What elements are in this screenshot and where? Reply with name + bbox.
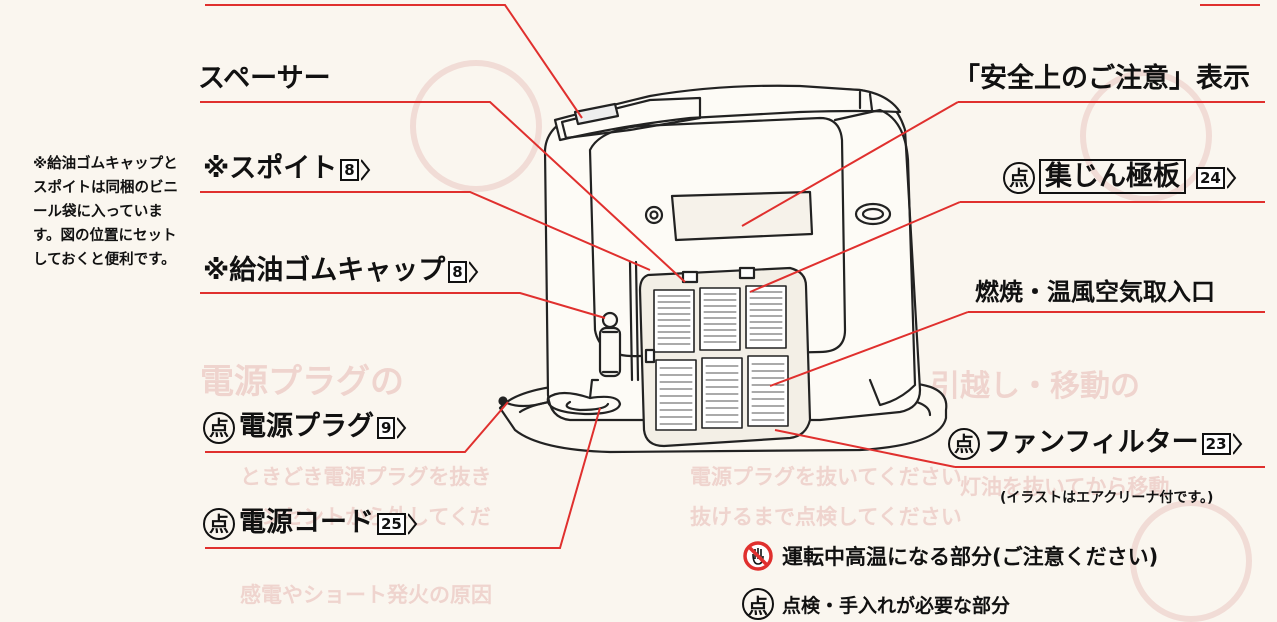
page-ref-collector: 24 [1196, 166, 1225, 189]
page-ref-cord: 25 [377, 512, 406, 535]
inspection-mark-icon: 点 [948, 427, 980, 460]
legend-hot-parts: 運転中高温になる部分(ご注意ください) [742, 540, 1158, 572]
page-ref-filter: 23 [1201, 432, 1231, 455]
label-spacer: スペーサー [198, 63, 331, 94]
arrow-right-icon [360, 158, 370, 181]
arrow-right-icon [407, 512, 418, 535]
page-ref-plug: 9 [377, 416, 396, 439]
page-ref-dropper: 8 [340, 158, 359, 181]
prohibited-hot-icon [743, 541, 773, 571]
illustration-caption: (イラストはエアクリーナ付です。) [1000, 490, 1214, 506]
inspection-mark-icon: 点 [1003, 161, 1035, 194]
label-air-intake: 燃焼・温風空気取入口 [975, 278, 1215, 306]
inspection-mark-icon: 点 [203, 411, 235, 444]
inspection-mark-icon: 点 [742, 588, 774, 620]
arrow-right-icon [397, 416, 407, 439]
legend-inspection-parts: 点 点検・手入れが必要な部分 [742, 588, 1010, 620]
inspection-mark-icon: 点 [203, 507, 235, 540]
arrow-right-icon [468, 260, 478, 283]
label-safety-notice: 「安全上のご注意」表示 [953, 63, 1250, 94]
arrow-right-icon [1226, 166, 1237, 189]
arrow-right-icon [1232, 432, 1242, 455]
page-ref-cap: 8 [448, 260, 467, 283]
side-note: ※給油ゴムキャップとスポイトは同梱のビニール袋に入っています。図の位置にセットし… [33, 156, 178, 268]
